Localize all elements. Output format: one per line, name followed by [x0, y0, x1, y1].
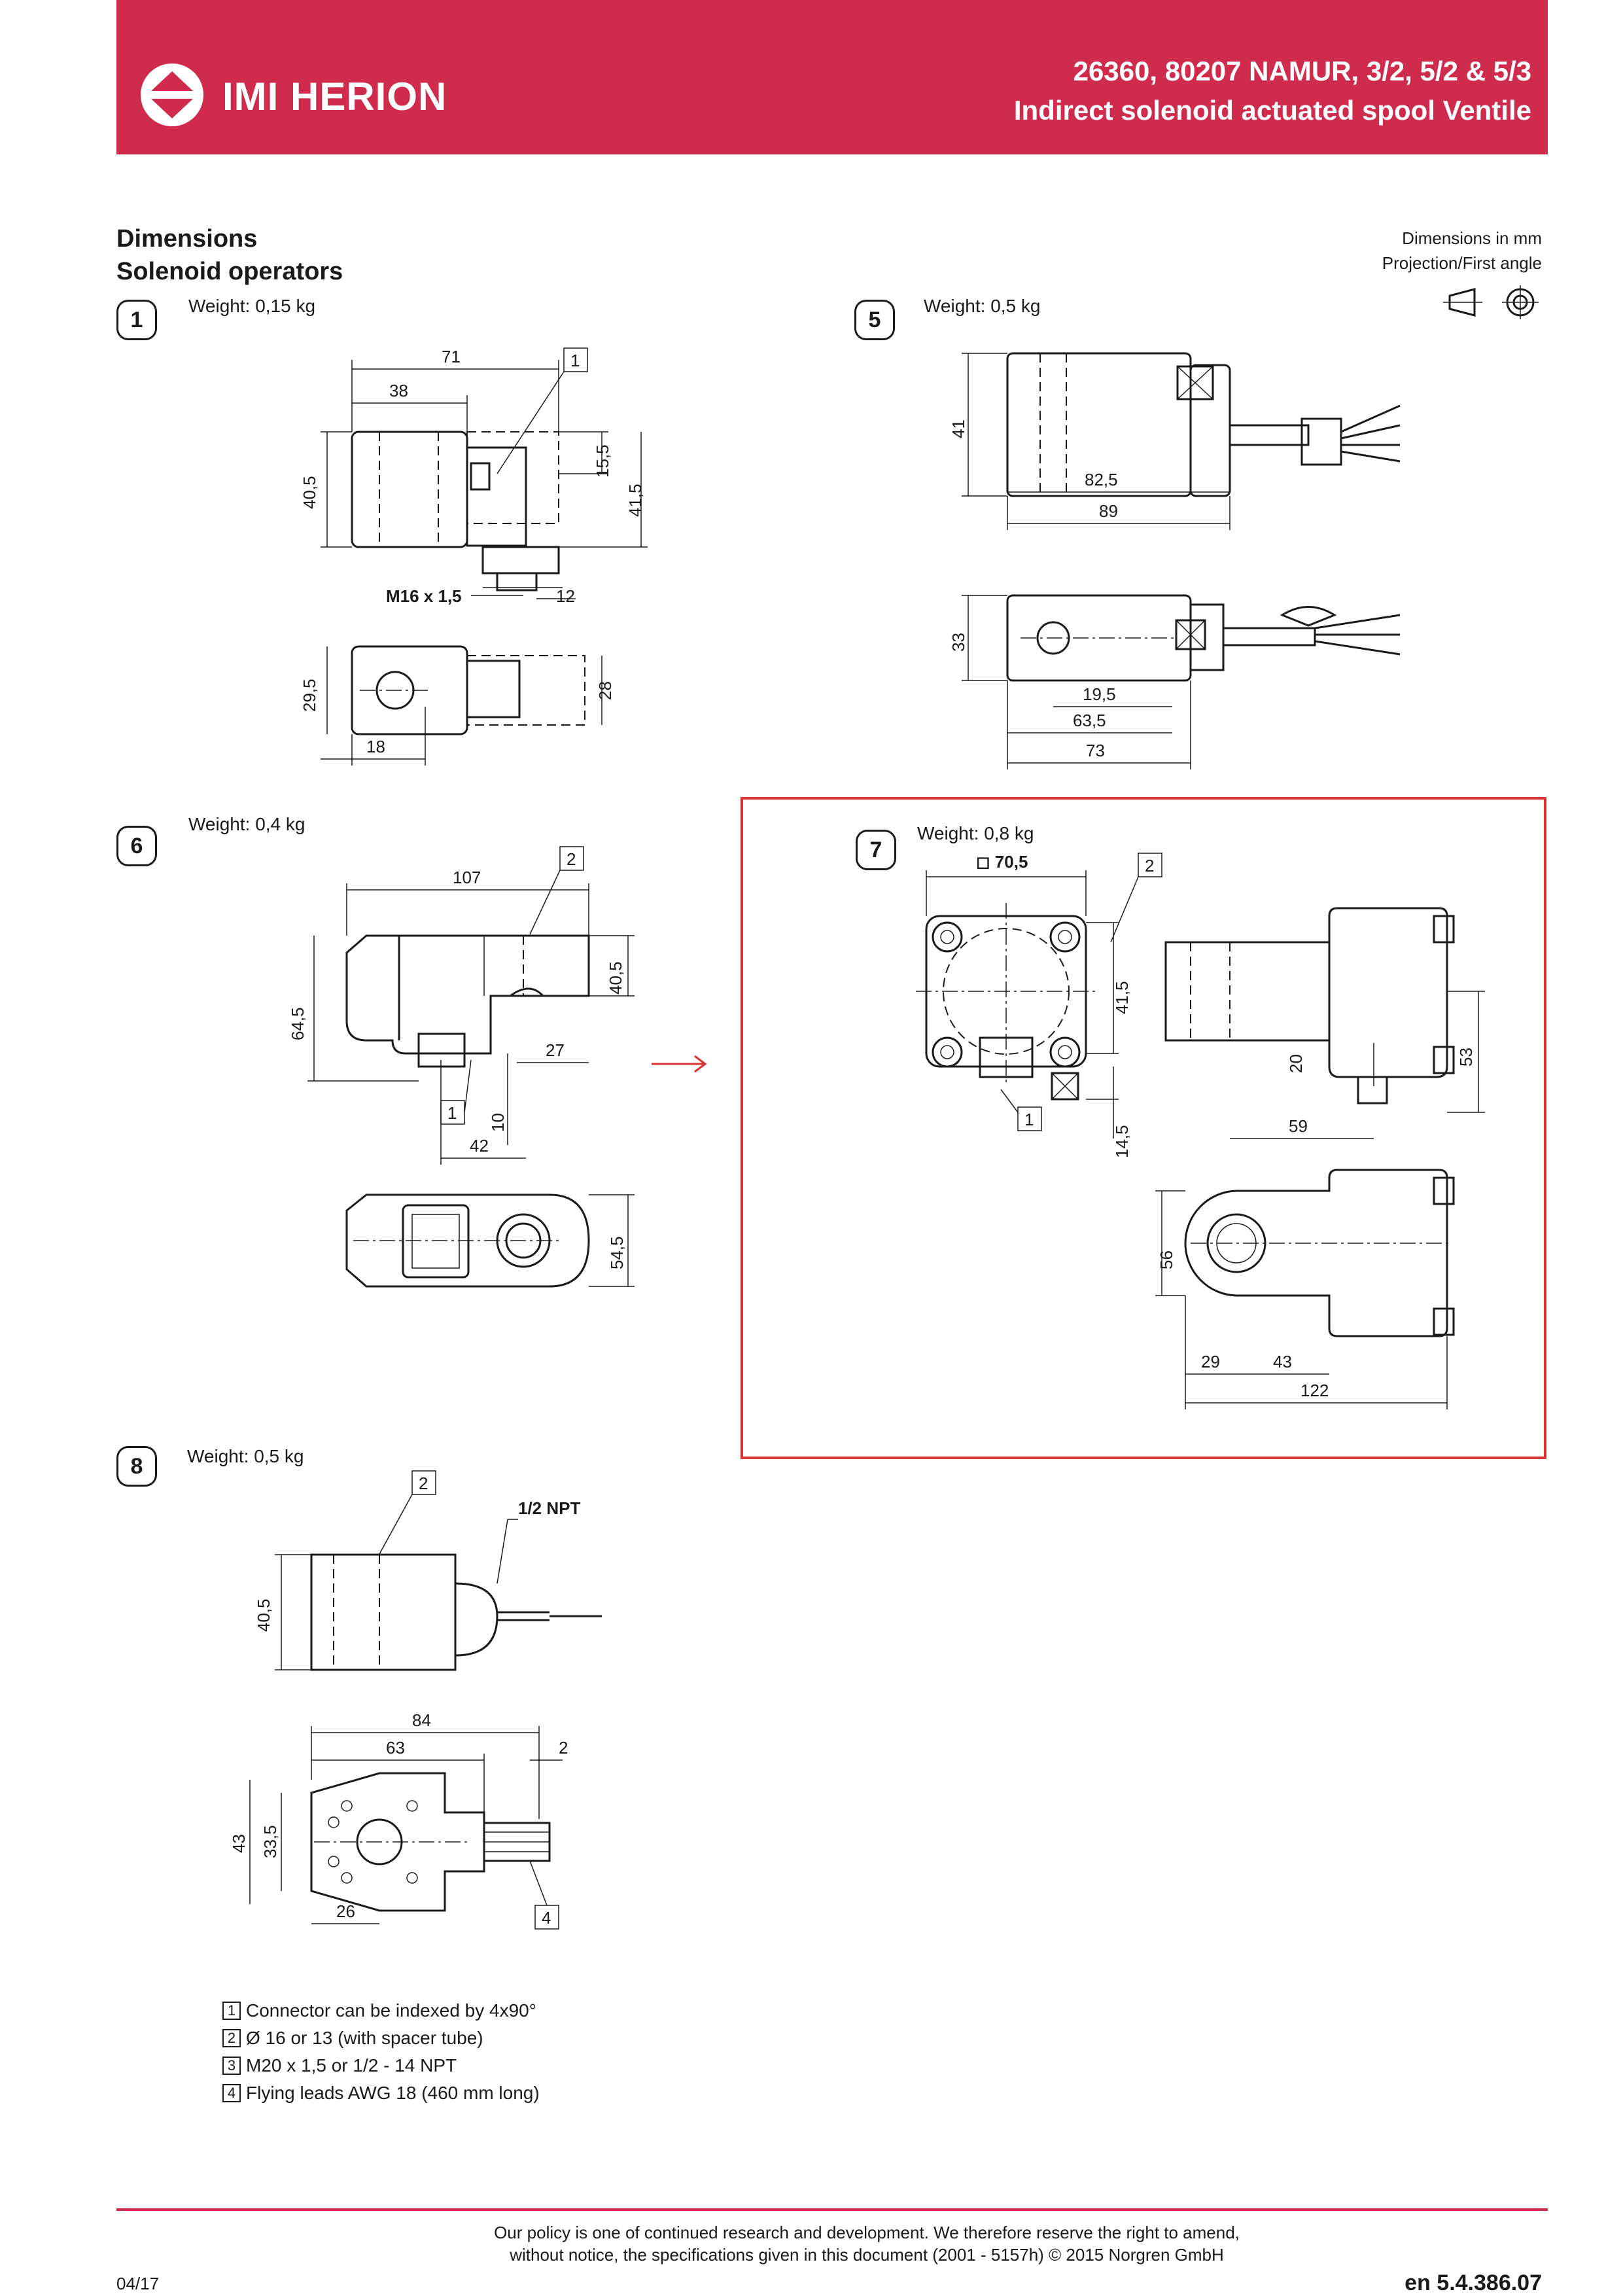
- dim-12: 12: [556, 586, 575, 606]
- note-item: 4 Flying leads AWG 18 (460 mm long): [222, 2079, 540, 2107]
- dim-33: 33: [949, 633, 968, 652]
- dim-41-5: 41,5: [625, 484, 645, 517]
- callout-2-b: 2: [1145, 856, 1154, 875]
- dimension-note: Dimensions in mm Projection/First angle: [1382, 226, 1542, 275]
- dim-40-5: 40,5: [300, 476, 319, 509]
- note-number: 3: [222, 2057, 241, 2075]
- figure-number-7: 7: [856, 830, 896, 870]
- section-title: Dimensions: [116, 225, 258, 253]
- figure-5-weight: Weight: 0,5 kg: [924, 296, 1041, 316]
- callout-1-b: 1: [447, 1103, 457, 1123]
- figure-7-drawing: ◻ 70,5 2 41,5 1 14,5 20 53 59 56 29 43 1…: [916, 852, 1485, 1409]
- figure-8-weight: Weight: 0,5 kg: [187, 1446, 304, 1466]
- dim-29: 29: [1201, 1352, 1220, 1371]
- arrow-right-icon: [652, 1055, 707, 1073]
- note-item: 2 Ø 16 or 13 (with spacer tube): [222, 2024, 540, 2052]
- dim-19-5: 19,5: [1083, 684, 1116, 704]
- document-title: 26360, 80207 NAMUR, 3/2, 5/2 & 5/3: [1073, 56, 1531, 86]
- dim-18: 18: [366, 737, 385, 756]
- dim-122: 122: [1300, 1381, 1329, 1400]
- dim-63: 63: [386, 1738, 405, 1757]
- first-angle-projection-icon: [1443, 285, 1539, 319]
- dim-54-5: 54,5: [607, 1236, 627, 1269]
- dim-40-5-c: 40,5: [254, 1598, 273, 1632]
- dim-28: 28: [595, 681, 615, 700]
- dim-43: 43: [1273, 1352, 1292, 1371]
- note-text: Flying leads AWG 18 (460 mm long): [246, 2083, 540, 2103]
- dim-42: 42: [470, 1136, 489, 1156]
- dim-41-5-b: 41,5: [1112, 981, 1132, 1014]
- dim-43-b: 43: [229, 1834, 249, 1853]
- label-npt: 1/2 NPT: [518, 1498, 580, 1518]
- dim-64-5: 64,5: [288, 1007, 307, 1040]
- callout-1-c: 1: [1024, 1110, 1034, 1129]
- dim-53: 53: [1456, 1048, 1476, 1067]
- notes-list: 1 Connector can be indexed by 4x90° 2 Ø …: [222, 1997, 540, 2107]
- figure-7-weight: Weight: 0,8 kg: [917, 823, 1034, 843]
- dim-15-5: 15,5: [593, 444, 612, 478]
- figure-1-weight: Weight: 0,15 kg: [188, 296, 316, 316]
- note-number: 1: [222, 2002, 241, 2020]
- dim-71: 71: [442, 347, 461, 366]
- note-item: 3 M20 x 1,5 or 1/2 - 14 NPT: [222, 2052, 540, 2079]
- figure-number-5: 5: [854, 300, 895, 340]
- imi-logo-icon: [141, 63, 203, 126]
- figure-8-drawing: 2 1/2 NPT 40,5 84 63 2 43 33,5 26 4: [229, 1470, 602, 1930]
- dim-63-5: 63,5: [1073, 711, 1106, 730]
- dim-40-5-b: 40,5: [606, 961, 625, 995]
- dim-29-5: 29,5: [300, 679, 319, 712]
- highlight-frame: [741, 797, 1546, 1459]
- dim-107: 107: [453, 868, 481, 887]
- section-subtitle: Solenoid operators: [116, 258, 343, 285]
- figure-6-drawing: 107 2 64,5 40,5 27 1 10 42 54,5: [288, 846, 635, 1288]
- footer-rule: [116, 2208, 1548, 2211]
- dimension-unit-note: Dimensions in mm: [1402, 228, 1542, 248]
- dim-89: 89: [1099, 501, 1118, 521]
- figure-number-8: 8: [116, 1446, 157, 1487]
- footer-policy: Our policy is one of continued research …: [393, 2221, 1341, 2266]
- dim-2: 2: [559, 1738, 568, 1757]
- header-banner: [116, 0, 1548, 154]
- dim-73: 73: [1086, 741, 1105, 760]
- section-heading: Dimensions Solenoid operators: [116, 222, 343, 288]
- footer-date: 04/17: [116, 2274, 160, 2293]
- dim-82-5: 82,5: [1085, 470, 1118, 489]
- dim-59: 59: [1289, 1116, 1308, 1136]
- dim-84: 84: [412, 1710, 431, 1730]
- callout-1: 1: [570, 351, 580, 370]
- note-number: 2: [222, 2029, 241, 2047]
- dim-26: 26: [336, 1901, 355, 1921]
- projection-note: Projection/First angle: [1382, 253, 1542, 273]
- dim-10: 10: [488, 1113, 508, 1132]
- dim-m16: M16 x 1,5: [386, 586, 462, 606]
- note-text: Ø 16 or 13 (with spacer tube): [246, 2028, 483, 2048]
- callout-2-c: 2: [419, 1474, 428, 1493]
- dim-20: 20: [1286, 1054, 1306, 1073]
- dim-27: 27: [546, 1040, 565, 1060]
- callout-4: 4: [542, 1908, 551, 1928]
- figure-number-6: 6: [116, 826, 157, 866]
- figure-6-weight: Weight: 0,4 kg: [188, 814, 305, 834]
- dim-70-5: ◻ 70,5: [976, 852, 1028, 872]
- footer-policy-line-2: without notice, the specifications given…: [510, 2245, 1224, 2265]
- dim-38: 38: [389, 381, 408, 400]
- figure-5-drawing: 41 82,5 89 33 19,5 63,5 73: [949, 352, 1401, 769]
- figure-1-drawing: 71 38 1 15,5 40,5 41,5 M16 x 1,5 12 29,5…: [300, 347, 648, 766]
- footer-doc-number: en 5.4.386.07: [1405, 2270, 1542, 2295]
- brand-name: IMI HERION: [222, 75, 447, 118]
- dim-41: 41: [949, 419, 968, 438]
- callout-2: 2: [567, 849, 576, 869]
- figure-number-1: 1: [116, 300, 157, 340]
- footer-policy-line-1: Our policy is one of continued research …: [494, 2223, 1240, 2242]
- document-subtitle: Indirect solenoid actuated spool Ventile: [1013, 95, 1531, 126]
- note-item: 1 Connector can be indexed by 4x90°: [222, 1997, 540, 2024]
- dim-14-5: 14,5: [1112, 1125, 1132, 1158]
- note-text: Connector can be indexed by 4x90°: [246, 2000, 536, 2021]
- note-text: M20 x 1,5 or 1/2 - 14 NPT: [246, 2055, 457, 2075]
- dim-56: 56: [1157, 1250, 1176, 1269]
- note-number: 4: [222, 2084, 241, 2102]
- dim-33-5: 33,5: [260, 1825, 280, 1858]
